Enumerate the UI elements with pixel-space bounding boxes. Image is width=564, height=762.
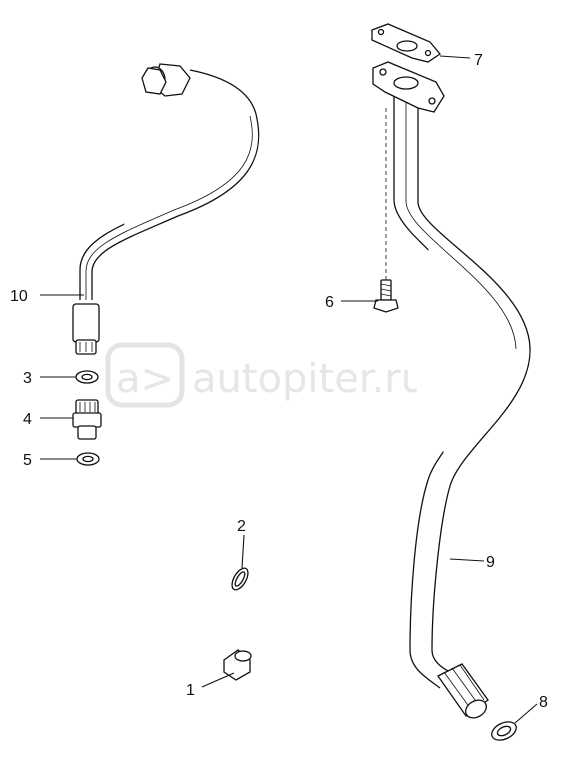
part-9-pipe (372, 61, 531, 719)
callout-10: 10 (10, 288, 28, 305)
part-7-gasket (371, 23, 441, 63)
callout-2: 2 (237, 518, 246, 535)
watermark-logo-box (105, 342, 185, 408)
callout-6: 6 (325, 294, 334, 311)
watermark-logo-glyph: a> (116, 356, 174, 402)
watermark-text: autopiter.ru (192, 356, 426, 402)
callout-5: 5 (23, 452, 32, 469)
part-8-washer (491, 721, 517, 741)
watermark: a> autopiter.ru (105, 342, 426, 408)
part-4-adapter (72, 399, 102, 440)
callout-1: 1 (186, 682, 195, 699)
callout-4: 4 (23, 411, 32, 428)
leader-lines (40, 55, 538, 724)
callout-8: 8 (539, 694, 548, 711)
part-10-pipe (72, 63, 260, 355)
part-5-washer (76, 452, 100, 466)
callout-7: 7 (474, 52, 483, 69)
callout-9: 9 (486, 554, 495, 571)
part-3-washer (75, 370, 99, 384)
callout-labels: 10 3 4 5 2 1 6 7 9 8 (10, 52, 548, 711)
callout-3: 3 (23, 370, 32, 387)
part-2-o-ring (231, 567, 249, 591)
part-6-bolt (373, 108, 399, 313)
part-1-sleeve (223, 649, 252, 681)
